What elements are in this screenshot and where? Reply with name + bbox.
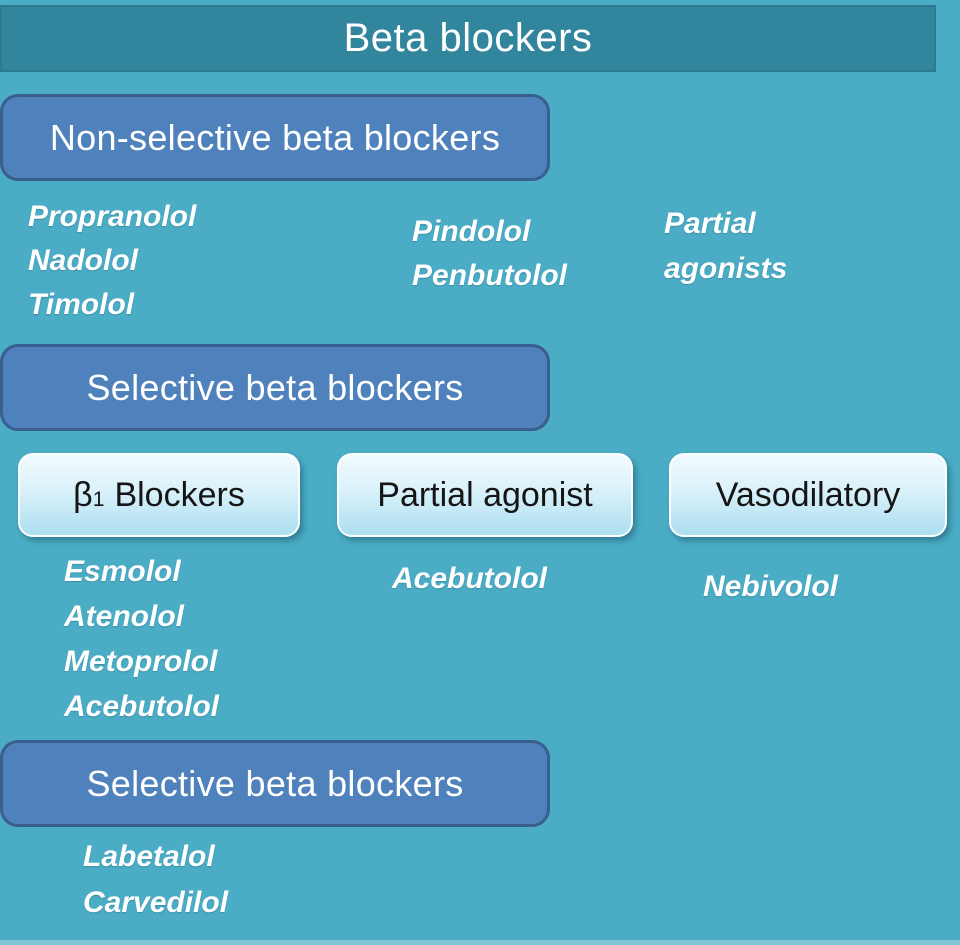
drug-list-partial-agonist: Acebutolol xyxy=(392,557,547,601)
drug-name: Carvedilol xyxy=(83,886,229,919)
drug-name: Labetalol xyxy=(83,840,215,873)
page-title: Beta blockers xyxy=(343,16,593,60)
drug-name: Pindolol xyxy=(412,215,531,248)
drug-name: Esmolol xyxy=(64,555,181,588)
drug-name: Propranolol xyxy=(28,200,197,233)
subcategory-box-partial-agonist: Partial agonist xyxy=(337,453,633,537)
drug-name: Timolol xyxy=(28,288,135,321)
category-box-selective: Selective beta blockers xyxy=(0,344,550,431)
title-banner: Beta blockers xyxy=(0,5,936,72)
subcategory-label: Blockers xyxy=(114,475,245,514)
drug-name: Nebivolol xyxy=(703,570,839,603)
beta-symbol: β xyxy=(73,475,93,514)
subcategory-label: Vasodilatory xyxy=(715,475,901,514)
subcategory-label: Partial agonist xyxy=(377,475,593,514)
drug-list-beta1: Esmolol Atenolol Metoprolol Acebutolol xyxy=(64,549,219,729)
drug-list-non-selective-partial: Pindolol Penbutolol xyxy=(412,210,567,298)
drug-list-vasodilatory: Nebivolol xyxy=(703,565,838,609)
drug-list-non-selective-main: Propranolol Nadolol Timolol xyxy=(28,195,196,327)
drug-name: Acebutolol xyxy=(392,562,547,595)
drug-name: Atenolol xyxy=(64,600,184,633)
drug-name: Acebutolol xyxy=(64,690,219,723)
category-label: Non-selective beta blockers xyxy=(49,116,501,158)
drug-name: Metoprolol xyxy=(64,645,218,678)
drug-name: Nadolol xyxy=(28,244,138,277)
subcategory-box-vasodilatory: Vasodilatory xyxy=(669,453,947,537)
category-label: Selective beta blockers xyxy=(86,762,464,804)
note-line: Partial xyxy=(664,207,756,240)
note-line: agonists xyxy=(664,252,788,285)
drug-list-combined: Labetalol Carvedilol xyxy=(83,834,228,926)
drug-name: Penbutolol xyxy=(412,259,567,292)
note-partial-agonists: Partial agonists xyxy=(664,201,787,291)
category-label: Selective beta blockers xyxy=(86,366,464,408)
category-box-non-selective: Non-selective beta blockers xyxy=(0,94,550,181)
bottom-edge-strip xyxy=(0,940,960,945)
category-box-selective-2: Selective beta blockers xyxy=(0,740,550,827)
